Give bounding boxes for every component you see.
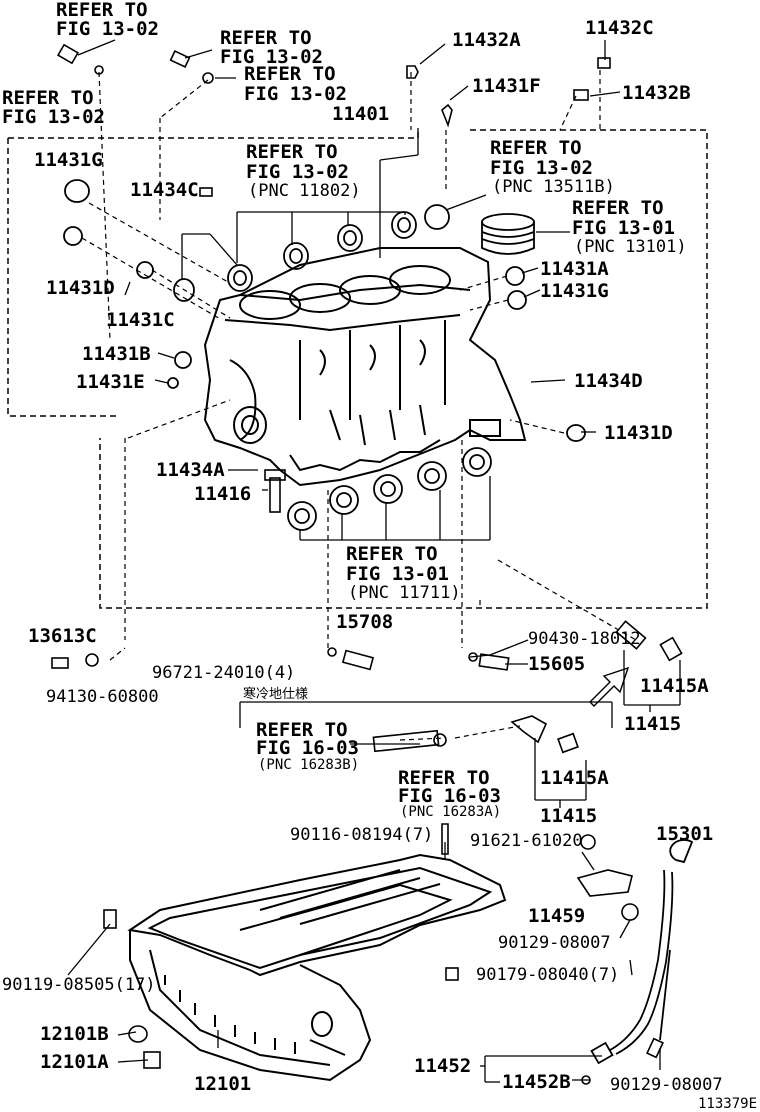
part-number-label[interactable]: 15301 — [656, 823, 714, 845]
part-number-label[interactable]: 15605 — [528, 653, 586, 675]
part-number-label[interactable]: 11415A — [640, 675, 709, 697]
refer-note-label: REFER TO — [398, 767, 490, 789]
refer-note-label: REFER TO — [2, 87, 94, 109]
part-number-label[interactable]: 11431D — [604, 422, 673, 444]
refer-note-label: (PNC 13511B) — [492, 177, 615, 197]
refer-note-label: FIG 13-02 — [220, 46, 323, 68]
refer-note-label: FIG 13-01 — [572, 217, 675, 239]
refer-note-label: FIG 13-02 — [2, 106, 105, 128]
part-number-label[interactable]: 13613C — [28, 625, 97, 647]
refer-note-label: FIG 13-02 — [56, 18, 159, 40]
part-number-label[interactable]: 90116-08194(7) — [290, 825, 434, 845]
part-number-label[interactable]: 12101 — [194, 1073, 252, 1095]
refer-note-label: (PNC 16283A) — [400, 804, 502, 820]
part-number-label[interactable]: 11431A — [540, 258, 609, 280]
cylinder-block — [203, 247, 527, 487]
refer-note-label: (PNC 11711) — [348, 583, 461, 603]
part-number-label[interactable]: 91621-61020 — [470, 831, 583, 851]
part-number-label[interactable]: 11434C — [130, 179, 199, 201]
illustration-code: 113379E — [698, 1096, 758, 1112]
refer-note-label: (PNC 16283B) — [258, 757, 360, 773]
refer-note-label: REFER TO — [346, 543, 438, 565]
refer-note-label: REFER TO — [490, 137, 582, 159]
part-number-label[interactable]: 94130-60800 — [46, 687, 159, 707]
refer-note-label: REFER TO — [244, 63, 336, 85]
part-number-label[interactable]: 11431G — [540, 280, 609, 302]
refer-note-label: REFER TO — [256, 719, 348, 741]
refer-note-label: FIG 13-02 — [490, 157, 593, 179]
part-number-label[interactable]: 11431C — [106, 309, 175, 331]
part-number-label[interactable]: 90119-08505(17) — [2, 975, 156, 995]
part-number-label[interactable]: 11401 — [332, 103, 390, 125]
piston — [481, 213, 535, 255]
part-number-label[interactable]: 90430-18012 — [528, 629, 641, 649]
dashed-leader-lines — [81, 70, 637, 741]
part-number-label[interactable]: 11431D — [46, 277, 115, 299]
part-number-label[interactable]: 11431F — [472, 75, 541, 97]
part-number-label[interactable]: 11431E — [76, 371, 145, 393]
cold-region-spec-label: 寒冷地仕様 — [243, 687, 309, 702]
part-number-label[interactable]: 90129-08007 — [610, 1075, 723, 1095]
part-number-label[interactable]: 11431G — [34, 149, 103, 171]
part-number-label[interactable]: 11452B — [502, 1071, 571, 1093]
part-number-label[interactable]: 15708 — [336, 611, 394, 633]
part-number-label[interactable]: 11432B — [622, 82, 691, 104]
refer-note-label: FIG 16-03 — [398, 785, 501, 807]
refer-note-label: FIG 13-01 — [346, 563, 449, 585]
refer-note-label: FIG 13-02 — [244, 83, 347, 105]
refer-note-label: REFER TO — [572, 197, 664, 219]
part-number-label[interactable]: 96721-24010(4) — [152, 663, 296, 683]
part-number-label[interactable]: 11434D — [574, 370, 643, 392]
part-number-label[interactable]: 11432A — [452, 29, 521, 51]
solid-leader-lines — [67, 39, 681, 1083]
refer-note-label: REFER TO — [246, 141, 338, 163]
refer-note-label: FIG 16-03 — [256, 737, 359, 759]
refer-note-label: REFER TO — [220, 27, 312, 49]
part-number-label[interactable]: 12101B — [40, 1023, 109, 1045]
lower-bearings — [287, 447, 492, 531]
part-number-label[interactable]: 90179-08040(7) — [476, 965, 620, 985]
part-number-label[interactable]: 90129-08007 — [498, 933, 611, 953]
refer-note-label: FIG 13-02 — [246, 161, 349, 183]
refer-note-label: (PNC 13101) — [574, 237, 687, 257]
oil-pan — [127, 853, 507, 1082]
part-number-label[interactable]: 11415 — [540, 805, 598, 827]
upper-bearings — [173, 211, 417, 302]
small-fasteners — [51, 43, 683, 1085]
part-number-label[interactable]: 11434A — [156, 459, 225, 481]
refer-note-label: (PNC 11802) — [248, 181, 361, 201]
direction-arrow — [589, 666, 630, 707]
refer-note-label: REFER TO — [56, 0, 148, 21]
part-number-label[interactable]: 12101A — [40, 1051, 109, 1073]
dipstick — [590, 839, 694, 1065]
part-number-label[interactable]: 11415 — [624, 713, 682, 735]
part-number-label[interactable]: 11432C — [585, 17, 654, 39]
part-number-label[interactable]: 11415A — [540, 767, 609, 789]
part-number-label[interactable]: 11416 — [194, 483, 252, 505]
part-number-label[interactable]: 11459 — [528, 905, 586, 927]
part-number-label[interactable]: 11431B — [82, 343, 151, 365]
part-number-label[interactable]: 11452 — [414, 1055, 472, 1077]
